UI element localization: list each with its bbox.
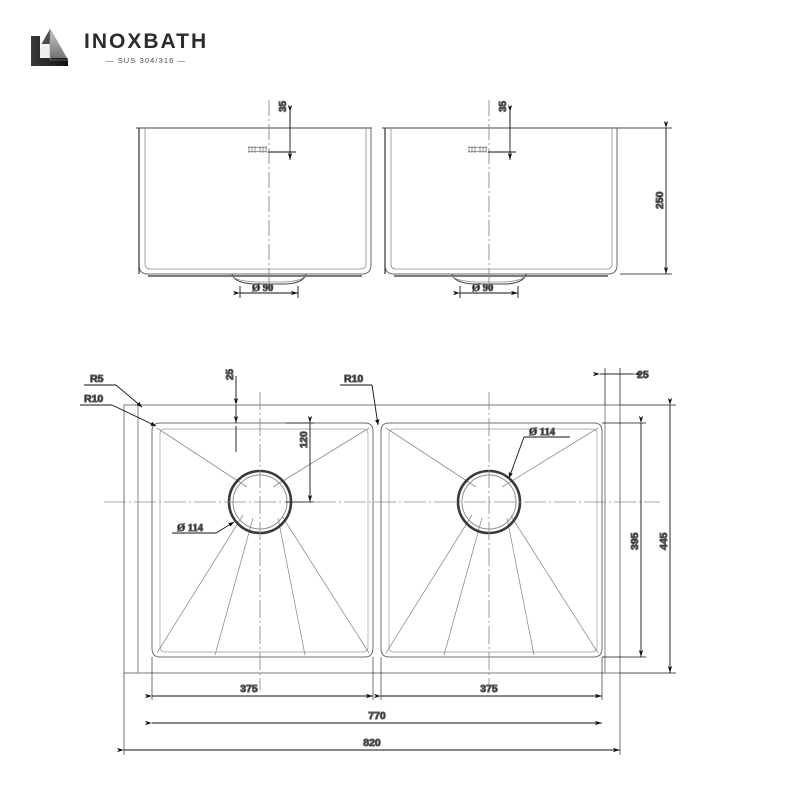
elevation-left-view: 35 Ø 90 [136,100,372,298]
dim-plan-bowl-right: 375 [480,683,498,695]
dim-group-rim-offset-top: 25 [225,368,239,452]
dim-plan-drain-left: Ø 114 [177,523,204,534]
dim-elev-left-overflow: 35 [278,100,289,112]
dim-plan-rim-top: 25 [225,368,236,380]
dim-elev-right-drain: Ø 90 [472,283,493,294]
dim-elev-left-drain: Ø 90 [252,283,273,294]
dim-group-bowl-width-left: 375 [144,683,373,699]
dim-group-bowl-depth: 395 [602,415,646,658]
plan-bowl-left [151,392,374,690]
dim-plan-overall-width: 820 [363,737,381,749]
brand-tagline: — SUS 304/316 — [105,56,187,66]
plan-view: R5 R10 R10 [80,368,676,755]
dim-group-bowls-span: 770 [144,710,602,726]
brand-logo: INOXBATH — SUS 304/316 — [28,26,208,70]
pyramid-logo-icon [31,27,69,66]
leader-drain-left: Ø 114 [172,521,235,535]
dim-plan-bowl-depth: 395 [629,532,641,550]
leader-drain-right: Ø 114 [508,427,570,479]
dim-group-rim-offset-right: 25 [592,368,649,405]
dim-group-drain-from-top: 120 [286,415,314,503]
dim-group-overall-width: 820 [116,737,620,753]
dim-plan-bowl-left: 375 [240,683,258,695]
dim-plan-bowls-span: 770 [368,710,386,722]
dim-elev-right-height: 250 [654,191,666,209]
dim-plan-overall-depth: 445 [658,532,670,550]
dim-plan-drain-top: 120 [299,431,310,448]
dim-group-bowl-width-right: 375 [373,683,602,699]
elevation-right-view: 35 Ø 90 250 [382,100,672,298]
dim-plan-rim-right: 25 [637,369,649,381]
brand-name: INOXBATH [84,30,209,54]
dim-elev-right-overflow: 35 [498,100,509,112]
dim-plan-r5: R5 [90,373,104,385]
dim-plan-drain-right: Ø 114 [529,427,556,438]
dim-group-overall-depth: 445 [620,397,676,674]
leader-r10-divider: R10 [340,373,380,426]
dim-plan-r10-divider: R10 [344,373,363,385]
leader-r5: R5 [84,373,143,408]
leader-r10-left: R10 [80,393,157,427]
dim-plan-r10: R10 [84,393,103,405]
